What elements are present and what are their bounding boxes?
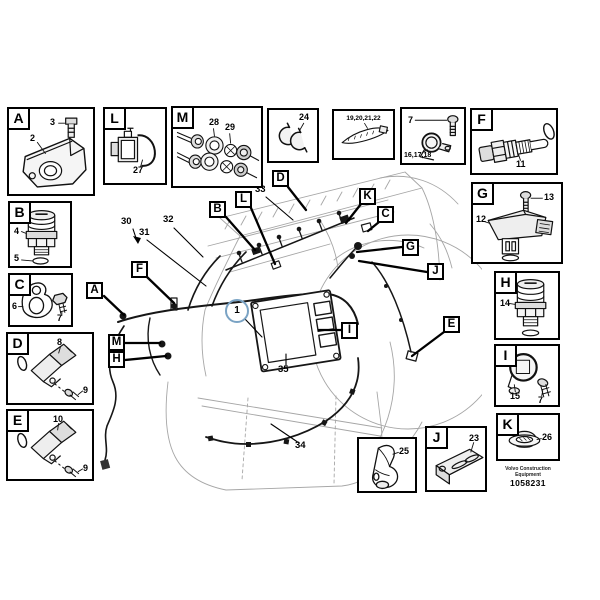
detail-box-clamps: 24	[267, 108, 319, 163]
callout: 27	[133, 165, 144, 175]
callout: 7	[57, 313, 63, 323]
detail-box-b-label: B	[10, 203, 31, 224]
brand-line2: Equipment	[515, 472, 541, 478]
cable-tie-drawing	[334, 111, 393, 158]
diagram-tag-i: I	[341, 322, 358, 339]
speed-sensor-drawing	[8, 411, 92, 479]
diagram-callout-1-circle: 1	[225, 299, 249, 323]
detail-box-l: L 27	[103, 107, 167, 185]
diagram-callout-33: 33	[255, 184, 266, 195]
valve-with-loop-drawing	[105, 109, 165, 183]
detail-box-m-label: M	[173, 108, 194, 129]
diagram-callout-35: 35	[278, 364, 289, 375]
drawing-number: 1058231	[510, 478, 546, 488]
callout: 25	[399, 446, 410, 456]
diagram-tag-j: J	[427, 263, 444, 280]
map-sensor-drawing	[473, 184, 561, 262]
speed-sensor-drawing	[8, 334, 92, 403]
callout: 23	[469, 433, 480, 443]
diagram-callout-32: 32	[163, 214, 174, 225]
diagram-tag-b: B	[209, 201, 226, 218]
engine-wiring-harness-drawing	[100, 160, 482, 505]
detail-box-f: F 11	[470, 108, 558, 175]
detail-box-l-label: L	[105, 109, 126, 130]
diagram-callout-30: 30	[121, 216, 132, 227]
detail-box-boot: 25	[357, 437, 417, 493]
callout: 11	[516, 159, 526, 169]
callout: 19,20,21,22	[346, 115, 381, 122]
bracket-drawing	[9, 109, 93, 194]
diagram-callout-34: 34	[295, 440, 306, 451]
detail-box-j: J 23	[425, 426, 487, 492]
diagram-tag-d: D	[272, 170, 289, 187]
callout: 7	[408, 115, 414, 125]
callout: 2	[30, 133, 36, 143]
diagram-tag-k: K	[359, 188, 376, 205]
detail-box-g: G 12 13	[471, 182, 563, 264]
callout: 16,17,18	[404, 152, 432, 159]
callout: 7	[538, 395, 544, 405]
slotted-bracket-drawing	[427, 428, 485, 490]
diagram-tag-a: A	[86, 282, 103, 299]
diagram-tag-l: L	[235, 191, 252, 208]
callout: 28	[209, 117, 220, 127]
detail-box-i: I 15 7	[494, 344, 560, 407]
detail-box-k-label: K	[498, 415, 519, 436]
sensor-drawing	[472, 110, 556, 173]
detail-box-d: D 8 9	[6, 332, 94, 405]
detail-box-e-label: E	[8, 411, 29, 432]
detail-box-g-label: G	[473, 184, 494, 205]
detail-box-cable-ties: 19,20,21,22	[332, 109, 395, 160]
detail-box-e: E 10 9	[6, 409, 94, 481]
detail-box-j-label: J	[427, 428, 448, 449]
callout: 14	[500, 298, 511, 308]
brand-line1: Volvo Construction	[505, 466, 551, 472]
callout: 24	[299, 112, 310, 122]
callout: 15	[510, 391, 521, 401]
detail-box-i-label: I	[496, 346, 517, 367]
callout: 5	[14, 253, 20, 263]
detail-box-d-label: D	[8, 334, 29, 355]
detail-box-clamp-bolt: 7 16,17,18	[400, 107, 466, 165]
rubber-boot-drawing	[359, 439, 415, 491]
callout: 3	[50, 117, 56, 127]
brand-block: Volvo Construction Equipment 1058231	[494, 466, 562, 488]
callout: 4	[14, 226, 20, 236]
callout: 26	[542, 432, 553, 442]
callout: 12	[476, 214, 487, 224]
connectors-and-seals-drawing	[173, 108, 261, 186]
callout: 8	[57, 337, 63, 347]
detail-box-a-label: A	[9, 109, 30, 130]
callout: 9	[83, 385, 89, 395]
diagram-tag-c: C	[377, 206, 394, 223]
diagram-tag-g: G	[402, 239, 419, 256]
callout: 6	[12, 301, 18, 311]
callout: 29	[225, 122, 236, 132]
detail-box-m: M 28 29	[171, 106, 263, 188]
detail-box-h-label: H	[496, 273, 517, 294]
clamp-halves-drawing	[269, 110, 317, 161]
pressure-sensor-drawing	[496, 273, 558, 338]
diagram-callout-31: 31	[139, 227, 150, 238]
detail-box-c-label: C	[10, 275, 31, 296]
callout: 9	[83, 463, 89, 473]
p-clamp-bolt-drawing	[402, 109, 464, 163]
callout: 13	[544, 192, 555, 202]
diagram-tag-f: F	[131, 261, 148, 278]
detail-box-k: K 26	[496, 413, 560, 461]
detail-box-a: A 2 3	[7, 107, 95, 196]
diagram-tag-e: E	[443, 316, 460, 333]
detail-box-f-label: F	[472, 110, 493, 131]
detail-box-h: H 14	[494, 271, 560, 340]
detail-box-c: C 6 7	[8, 273, 73, 327]
diagram-tag-m: M	[108, 334, 125, 351]
callout: 10	[53, 414, 64, 424]
diagram-tag-h: H	[108, 351, 125, 368]
detail-box-b: B 4 5	[8, 201, 72, 268]
ecu-drawing	[251, 290, 341, 372]
